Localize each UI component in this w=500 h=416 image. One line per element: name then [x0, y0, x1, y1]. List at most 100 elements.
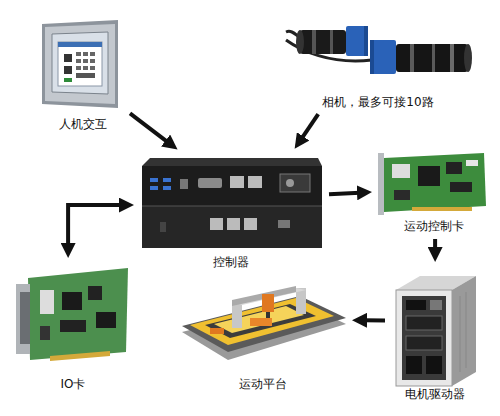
hmi-panel-part: [52, 32, 108, 94]
controller-box-part: [248, 176, 262, 188]
io-card-part: [40, 290, 54, 314]
camera-part: [300, 30, 346, 54]
motion-card-part: [418, 166, 440, 186]
controller-box-part: [163, 178, 171, 182]
node-label: 相机，最多可接10路: [320, 95, 435, 110]
hmi-panel-part: [90, 66, 95, 70]
io-card: [16, 268, 128, 361]
motor-driver-part: [466, 292, 467, 368]
hmi-panel-part: [64, 66, 72, 74]
motion-card-node: 运动控制卡: [376, 148, 492, 234]
hmi-panel-part: [90, 52, 95, 56]
node-label: 运动平台: [237, 377, 289, 392]
controller-box-part: [198, 178, 222, 188]
motion-card-part: [392, 164, 410, 178]
hmi-node: 人机交互: [40, 18, 126, 132]
hmi-panel-part: [45, 24, 115, 104]
hmi-panel-part: [76, 59, 81, 63]
motion-card-part: [378, 153, 384, 215]
motion-card-part: [466, 160, 478, 166]
controller-box-part: [210, 218, 223, 230]
flow-arrow: [364, 318, 385, 322]
hmi-panel: [42, 20, 118, 108]
controller-box-part: [244, 218, 257, 230]
flow-arrow: [301, 114, 318, 139]
motion-card: [378, 153, 486, 215]
controller-box-part: [150, 186, 158, 190]
camera: [286, 26, 472, 74]
camera-part: [370, 40, 396, 74]
motor-driver-part: [426, 356, 442, 374]
platform-node: 运动平台: [178, 285, 348, 392]
controller-box-part: [142, 158, 322, 166]
io-card-part: [50, 351, 110, 361]
controller-box-part: [180, 179, 188, 189]
motor-driver-part: [402, 296, 446, 380]
camera-part: [464, 44, 472, 72]
node-label: 控制器: [211, 255, 251, 270]
camera-part: [396, 44, 468, 72]
hmi-panel-part: [83, 66, 88, 70]
io-card-part: [60, 320, 86, 332]
controller-box-part: [160, 222, 166, 232]
controller-box-part: [163, 186, 171, 190]
camera-part: [312, 30, 316, 54]
motor-driver-part: [396, 290, 452, 386]
motor-driver-part: [430, 300, 442, 310]
node-label: 运动控制卡: [402, 219, 466, 234]
camera-part: [410, 44, 414, 72]
hmi-panel-part: [83, 52, 88, 56]
camera-part: [450, 44, 454, 72]
camera-node: 相机，最多可接10路: [283, 15, 473, 110]
hmi-panel-part: [42, 20, 118, 108]
controller-box-part: [278, 220, 290, 228]
motion-card-part: [384, 153, 486, 212]
motor-driver: [396, 276, 476, 386]
motion-platform: [182, 286, 346, 360]
flow-arrow: [68, 205, 122, 246]
controller-box-part: [230, 176, 244, 188]
node-label: IO卡: [59, 377, 88, 392]
hmi-panel-part: [64, 78, 72, 82]
motor-driver-node: 电机驱动器: [390, 266, 480, 402]
hmi-panel-part: [90, 59, 95, 63]
hmi-panel-part: [76, 52, 81, 56]
motion-platform-part: [210, 328, 224, 334]
flow-arrow: [130, 113, 168, 142]
flow-arrow: [433, 239, 437, 250]
io-card-part: [96, 312, 116, 328]
motion-card-part: [412, 207, 472, 211]
node-label: 电机驱动器: [403, 387, 467, 402]
controller-box-part: [150, 178, 158, 182]
camera-part: [432, 44, 435, 72]
hmi-panel-part: [58, 42, 102, 47]
io-card-part: [20, 292, 30, 344]
motion-platform-part: [214, 306, 304, 333]
motor-driver-part: [460, 296, 461, 372]
motion-card-part: [450, 182, 472, 192]
motor-driver-part: [406, 316, 442, 330]
controller-box-part: [142, 166, 322, 206]
motor-driver-part: [406, 300, 426, 310]
motion-platform-part: [250, 318, 272, 326]
io-card-part: [40, 326, 50, 340]
motion-card-part: [394, 190, 410, 200]
motion-card-part: [446, 162, 462, 174]
controller-box-part: [142, 206, 322, 248]
camera-part: [346, 26, 368, 56]
hmi-panel-part: [76, 66, 81, 70]
motor-driver-part: [406, 356, 422, 374]
motor-driver-part: [406, 336, 442, 350]
camera-part: [296, 30, 304, 54]
hmi-panel-part: [58, 42, 102, 86]
node-label: 人机交互: [57, 117, 109, 132]
controller-box-part: [142, 206, 322, 207]
motor-driver-part: [452, 276, 476, 386]
controller-box-part: [280, 174, 310, 192]
hmi-panel-part: [76, 73, 95, 78]
io-card-part: [28, 268, 128, 360]
hmi-panel-part: [83, 59, 88, 63]
flow-arrow: [329, 193, 360, 195]
